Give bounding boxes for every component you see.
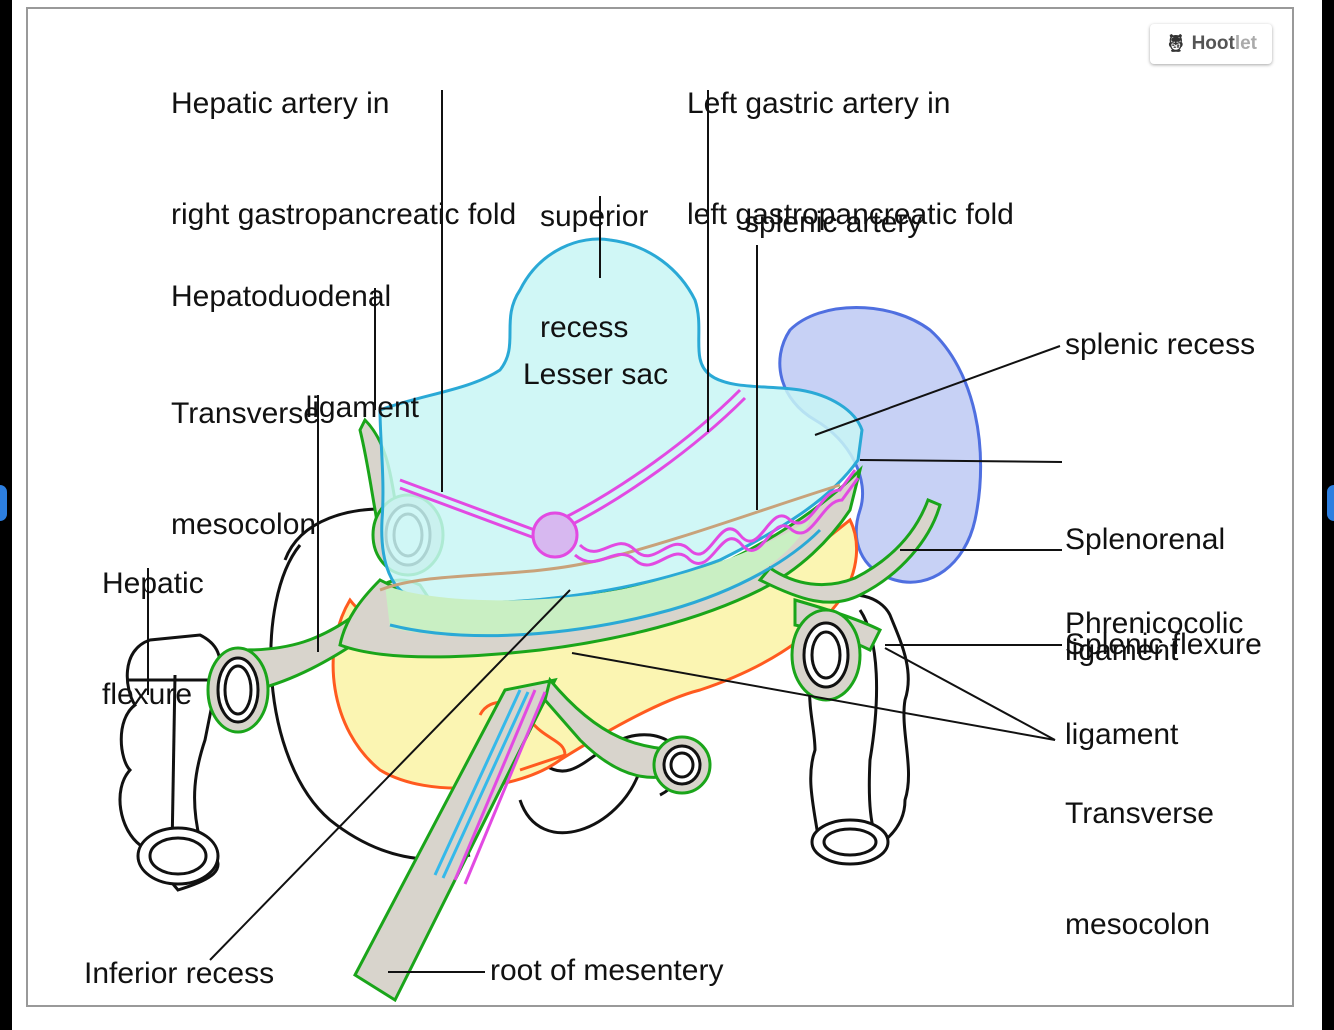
label-splenic-flexure: Splenic flexure	[1065, 628, 1262, 661]
label-superior-recess: superior recess	[540, 124, 648, 383]
colon-rings	[136, 818, 890, 886]
leader-transverse-mesocolon-right-b	[884, 647, 1056, 741]
label-hepatoduodenal-ligament: Hepatoduodenal ligament	[171, 204, 419, 463]
label-splenic-recess: splenic recess	[1065, 328, 1256, 361]
label-left-gastric-artery: Left gastric artery in left gastropancre…	[687, 11, 1014, 270]
phrenicocolic-band	[757, 498, 942, 604]
hepatic-artery	[399, 478, 541, 534]
label-line: Transverse	[171, 397, 320, 430]
inferior-recess	[385, 520, 810, 637]
label-line: ligament	[1065, 634, 1179, 667]
figure-border	[26, 7, 1294, 1007]
label-line: Hepatoduodenal	[171, 280, 392, 313]
label-line: Splenorenal	[1065, 523, 1226, 556]
label-line: Transverse	[1065, 797, 1214, 830]
ascending-colon	[118, 633, 222, 892]
owl-icon: 🦉︎	[1164, 34, 1187, 53]
splenic-artery-2	[574, 477, 860, 567]
mesenteric-vessels	[453, 689, 537, 881]
label-transverse-mesocolon-left: Transverse mesocolon	[171, 321, 320, 580]
ascending-colon-inner	[170, 674, 177, 851]
jejunum-loop-outer	[518, 769, 642, 835]
leader-lines	[147, 90, 1063, 973]
hootlet-label-suffix: let	[1234, 33, 1258, 54]
leader-splenic-recess	[814, 345, 1061, 436]
label-root-of-mesentery: root of mesentery	[490, 954, 724, 987]
label-line: mesocolon	[1065, 908, 1211, 941]
left-gastric-artery-2	[564, 396, 747, 530]
label-lesser-sac: Lesser sac	[523, 358, 669, 391]
label-hepatic-flexure: Hepatic flexure	[102, 491, 204, 750]
left-edge-indicator	[0, 485, 7, 521]
label-line: Left gastric artery in	[687, 87, 951, 120]
label-splenorenal-ligament: Splenorenal ligament	[1065, 447, 1225, 706]
label-line: ligament	[305, 391, 419, 424]
hepatic-artery-2	[399, 486, 541, 542]
label-line: left gastropancreatic fold	[687, 198, 1014, 231]
leader-transverse-mesocolon-right-a	[571, 652, 1056, 741]
mesenteric-vein	[433, 689, 530, 879]
left-gastric-artery	[559, 388, 742, 522]
label-line: superior	[540, 200, 649, 233]
celiac-trunk	[531, 511, 579, 559]
label-line: recess	[540, 311, 629, 344]
label-line: Phrenicocolic	[1065, 607, 1244, 640]
hootlet-label-main: Hoot	[1191, 33, 1235, 54]
label-line: mesocolon	[171, 508, 317, 541]
right-edge-indicator	[1327, 485, 1334, 521]
label-phrenicocolic-ligament: Phrenicocolic ligament	[1065, 531, 1243, 790]
label-hepatic-artery: Hepatic artery in right gastropancreatic…	[171, 11, 516, 270]
label-splenic-artery: splenic artery	[744, 206, 923, 239]
mesenteric-vessels-2	[463, 691, 547, 885]
label-line: flexure	[102, 678, 193, 711]
leader-inferior-recess	[209, 589, 571, 961]
label-inferior-recess: Inferior recess	[84, 957, 275, 990]
leader-splenorenal	[859, 459, 1063, 463]
colon-outline	[118, 507, 911, 892]
label-line: ligament	[1065, 718, 1179, 751]
label-line: right gastropancreatic fold	[171, 198, 517, 231]
splenic-artery	[578, 469, 857, 558]
arteries	[399, 388, 860, 885]
label-transverse-mesocolon-right: Transverse mesocolon	[1065, 721, 1214, 980]
label-line: Hepatic artery in	[171, 87, 390, 120]
label-line: Hepatic	[102, 567, 204, 600]
lesser-sac-lower-boundary	[389, 528, 822, 638]
